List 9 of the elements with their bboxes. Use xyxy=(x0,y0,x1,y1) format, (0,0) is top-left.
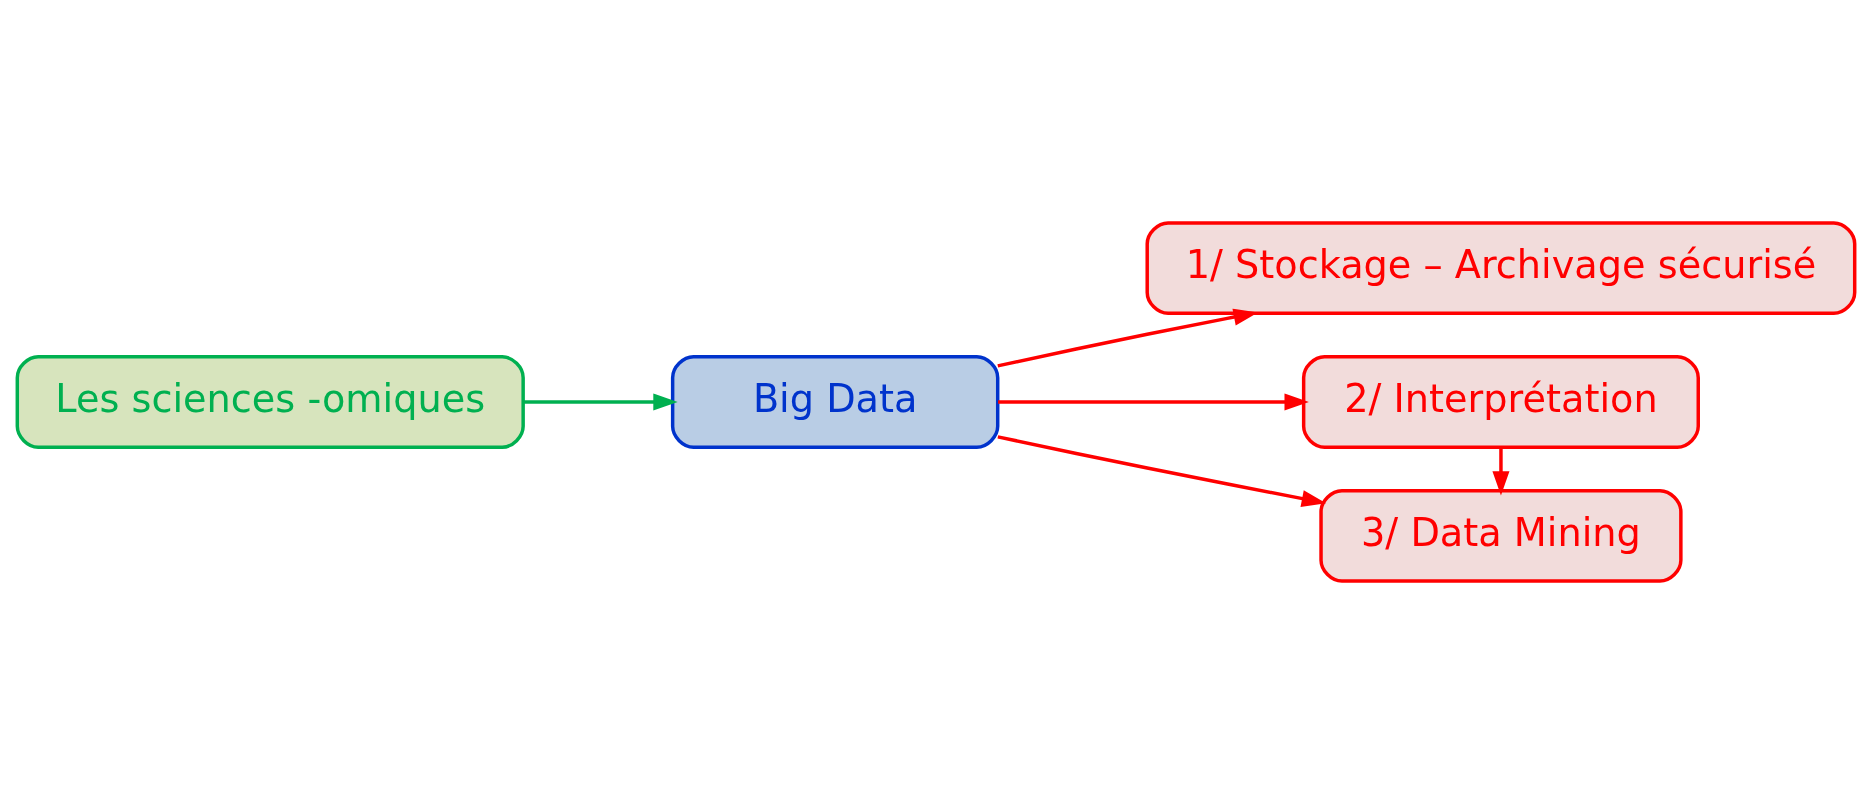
node-box: Big Data xyxy=(670,354,1000,449)
arrow xyxy=(998,392,1309,411)
node-box: Les sciences -omiques xyxy=(15,354,525,449)
node-box: 2/ Interprétation xyxy=(1301,354,1700,449)
node-box: 3/ Data Mining xyxy=(1319,488,1683,583)
arrow xyxy=(523,392,678,411)
node-box: 1/ Stockage – Archivage sécurisé xyxy=(1145,220,1857,315)
arrow xyxy=(997,434,1327,507)
arrow xyxy=(1492,447,1510,496)
